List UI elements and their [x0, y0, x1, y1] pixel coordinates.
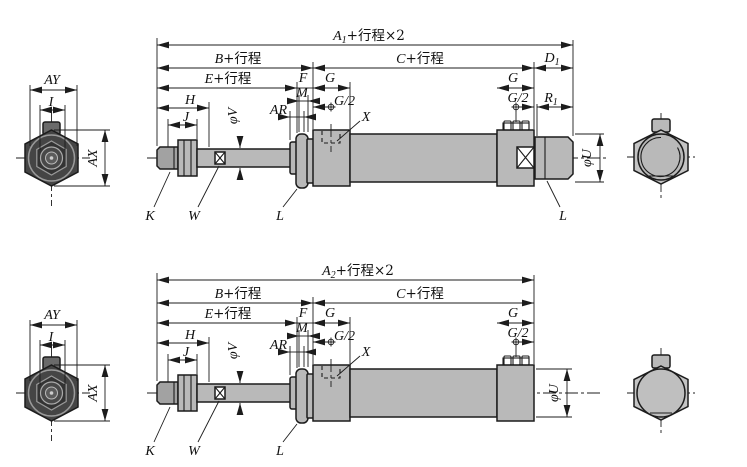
- label-k-thread: K: [144, 209, 155, 224]
- front-head: [312, 129, 351, 187]
- rod-end-hex-view: AY I AX: [16, 308, 110, 441]
- dim-label-b-stroke: B+行程: [215, 286, 262, 302]
- dim-label-phi-u: φU: [547, 383, 562, 402]
- cylinder-side-view: [156, 355, 535, 424]
- rod-thread: [156, 381, 179, 405]
- dim-label-h: H: [184, 328, 196, 343]
- piston-rod: [196, 383, 293, 403]
- dim-label-g2-rear: G/2: [508, 326, 529, 341]
- dim-label-e-stroke: E+行程: [204, 306, 252, 322]
- label-l-front-nut: L: [275, 444, 284, 459]
- dim-label-j: J: [183, 345, 190, 360]
- dim-label-f: F: [298, 71, 308, 86]
- piston-rod: [196, 148, 293, 168]
- dim-label-r1: R1: [543, 91, 558, 108]
- dim-label-m: M: [295, 321, 309, 336]
- rear-port-boss: [502, 120, 530, 131]
- dim-label-g-rear: G: [508, 71, 518, 86]
- dim-label-a1-stroke: A1+行程×2: [332, 28, 405, 46]
- mounting-nut: [295, 133, 309, 189]
- dim-label-e-stroke: E+行程: [204, 71, 252, 87]
- dim-label-ar: AR: [269, 338, 288, 353]
- dim-label-a2-stroke: A2+行程×2: [321, 263, 394, 281]
- rod-end-hex-view: AY I AX: [16, 73, 110, 206]
- cylinder-side-view: [156, 120, 574, 189]
- dim-label-phi-u: φU: [580, 148, 595, 167]
- rod-hex-nut: [177, 374, 198, 412]
- rod-thread: [156, 146, 179, 170]
- dim-label-j: J: [183, 110, 190, 125]
- label-l-front-nut: L: [275, 209, 284, 224]
- label-k-thread: K: [144, 444, 155, 459]
- dim-label-c-stroke: C+行程: [396, 51, 444, 67]
- front-head: [312, 364, 351, 422]
- port-center-mark: [326, 337, 336, 347]
- dim-label-ax: AX: [86, 384, 101, 403]
- dim-label-g2-front: G/2: [334, 329, 355, 344]
- dim-label-ay: AY: [43, 73, 62, 88]
- dim-label-m: M: [295, 86, 309, 101]
- dim-label-g-rear: G: [508, 306, 518, 321]
- rear-end-hex-view: [627, 113, 695, 200]
- dim-label-i: I: [48, 95, 55, 110]
- rear-end-hex-view: [627, 348, 695, 435]
- mounting-nut: [295, 368, 309, 424]
- cylinder-drawing-bottom: AY I AX: [16, 263, 695, 459]
- dim-label-x-port: X: [361, 345, 371, 360]
- dim-label-phi-v: φV: [226, 341, 241, 359]
- dim-label-ay: AY: [43, 308, 62, 323]
- dim-label-g-front: G: [325, 71, 335, 86]
- port-center-mark: [511, 102, 521, 112]
- dim-label-b-stroke: B+行程: [215, 51, 262, 67]
- dim-label-h: H: [184, 93, 196, 108]
- label-l-rear-nut: L: [558, 209, 567, 224]
- dim-label-ax: AX: [86, 149, 101, 168]
- port-center-mark: [511, 337, 521, 347]
- rear-cap: [534, 136, 574, 180]
- dim-label-g2-front: G/2: [334, 94, 355, 109]
- dim-label-c-stroke: C+行程: [396, 286, 444, 302]
- rear-head: [496, 364, 535, 422]
- dim-label-f: F: [298, 306, 308, 321]
- dim-label-d1: D1: [543, 51, 559, 68]
- port-center-mark: [326, 102, 336, 112]
- dim-label-g2-rear: G/2: [508, 91, 529, 106]
- dim-label-g-front: G: [325, 306, 335, 321]
- dim-label-phi-v: φV: [226, 106, 241, 124]
- cylinder-tube: [349, 133, 498, 183]
- dim-label-x-port: X: [361, 110, 371, 125]
- cylinder-tube: [349, 368, 498, 418]
- label-w-wrench: W: [188, 444, 201, 459]
- cylinder-drawing-top: AY I AX: [16, 28, 695, 224]
- label-w-wrench: W: [188, 209, 201, 224]
- rear-port-boss: [502, 355, 530, 366]
- dim-label-ar: AR: [269, 103, 288, 118]
- rod-hex-nut: [177, 139, 198, 177]
- dim-label-i: I: [48, 330, 55, 345]
